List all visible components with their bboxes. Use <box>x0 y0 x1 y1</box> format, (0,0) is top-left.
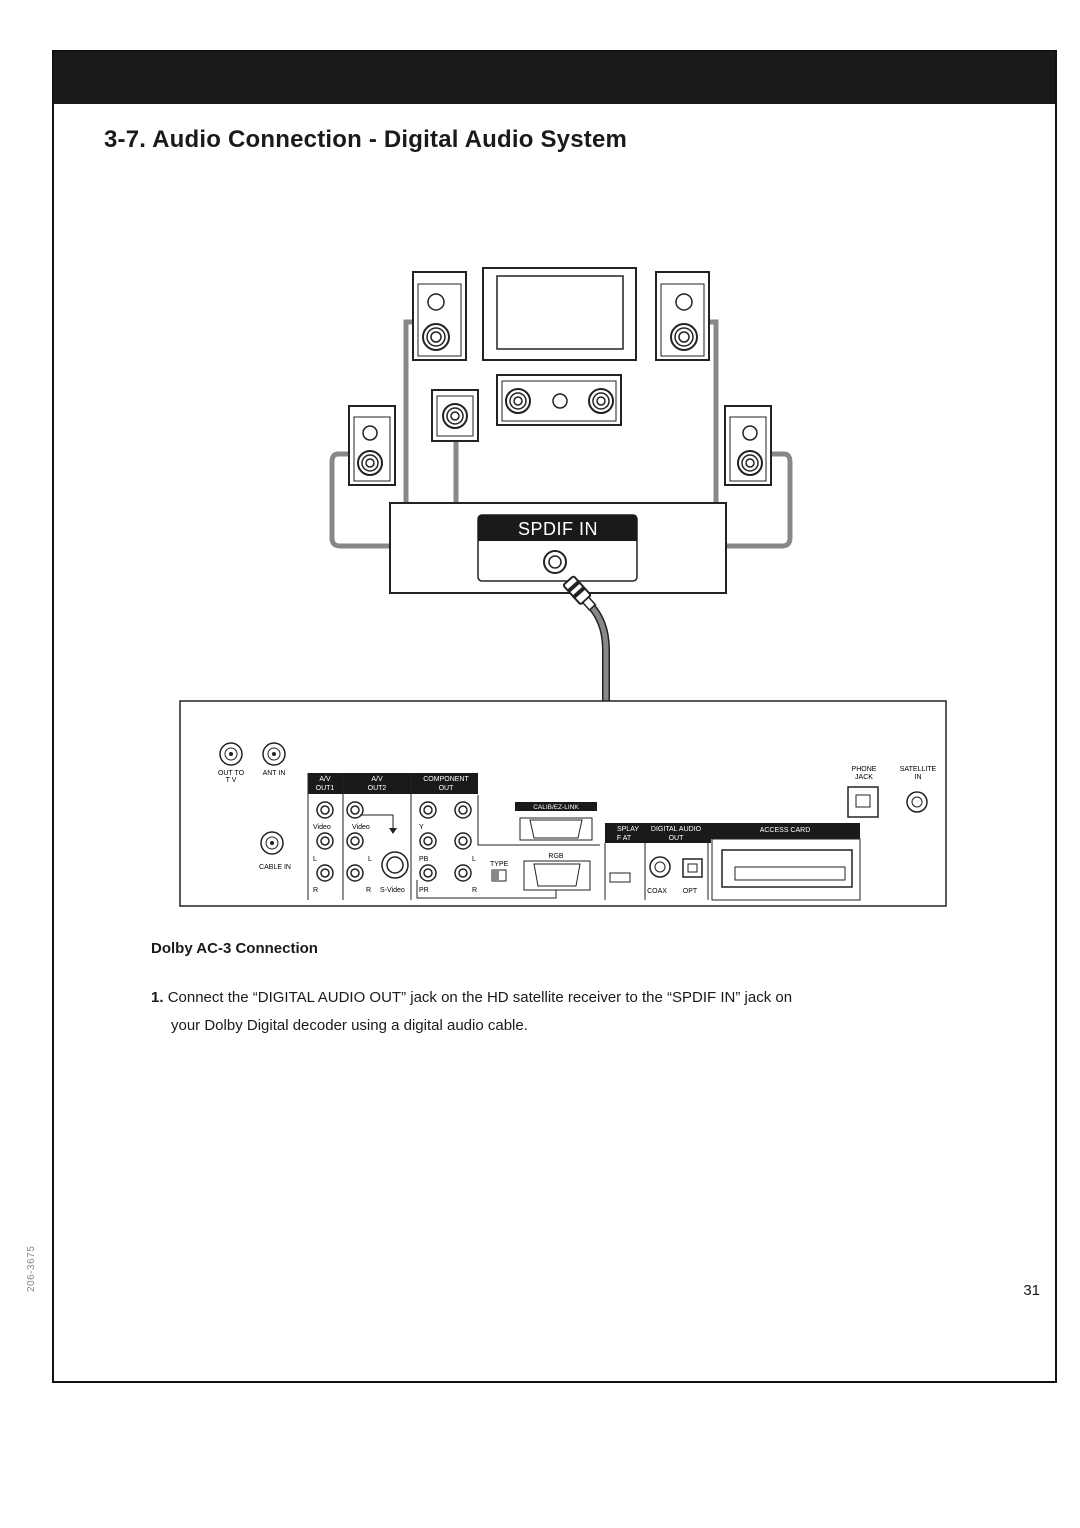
wire-rear-right <box>726 451 793 549</box>
step-1: 1. Connect the “DIGITAL AUDIO OUT” jack … <box>151 984 911 1040</box>
svg-text:L: L <box>472 856 476 863</box>
page-number: 31 <box>1023 1282 1040 1299</box>
page-frame <box>52 50 1057 1383</box>
svg-text:A/V: A/V <box>319 776 331 783</box>
svg-text:SATELLITE: SATELLITE <box>900 766 937 773</box>
speaker-small-center <box>431 389 479 442</box>
wire-front-left <box>403 319 413 503</box>
svg-text:CALIB/EZ-LINK: CALIB/EZ-LINK <box>533 804 579 811</box>
svg-text:OUT TO: OUT TO <box>218 770 245 777</box>
svg-text:OUT2: OUT2 <box>368 785 387 792</box>
svg-text:Video: Video <box>352 824 370 831</box>
svg-text:PB: PB <box>419 856 429 863</box>
spdif-in-label: SPDIF IN <box>518 519 598 539</box>
svg-text:L: L <box>368 856 372 863</box>
svg-text:OUT: OUT <box>669 835 685 842</box>
svg-text:CABLE IN: CABLE IN <box>259 864 291 871</box>
svg-text:RGB: RGB <box>548 853 564 860</box>
svg-text:DIGITAL AUDIO: DIGITAL AUDIO <box>651 826 702 833</box>
speaker-rear-right <box>724 405 772 486</box>
svg-text:F AT: F AT <box>617 835 632 842</box>
svg-text:OUT1: OUT1 <box>316 785 335 792</box>
speaker-front-right <box>655 271 710 361</box>
svg-text:PR: PR <box>419 887 429 894</box>
svg-text:A/V: A/V <box>371 776 383 783</box>
svg-text:COAX: COAX <box>647 888 667 895</box>
tv-monitor <box>482 267 637 361</box>
svg-text:SPLAY: SPLAY <box>617 826 639 833</box>
speaker-front-left <box>412 271 467 361</box>
svg-text:R: R <box>313 887 318 894</box>
svg-text:OPT: OPT <box>683 888 698 895</box>
svg-text:JACK: JACK <box>855 774 873 781</box>
svg-text:R: R <box>472 887 477 894</box>
svg-text:OUT: OUT <box>439 785 455 792</box>
wire-front-right <box>709 319 719 503</box>
svg-text:R: R <box>366 887 371 894</box>
step-text-line2: your Dolby Digital decoder using a digit… <box>171 1017 528 1034</box>
header-bar <box>54 52 1055 104</box>
page-title: 3-7. Audio Connection - Digital Audio Sy… <box>104 126 628 153</box>
wire-rear-left <box>329 451 390 549</box>
svg-text:Video: Video <box>313 824 331 831</box>
phone-jack <box>847 786 879 818</box>
svg-text:S-Video: S-Video <box>380 887 405 894</box>
svg-text:TYPE: TYPE <box>490 861 509 868</box>
speaker-center <box>496 374 622 426</box>
speaker-wires <box>329 319 793 549</box>
step-number: 1. <box>151 989 164 1006</box>
receiver-back-panel: OUT TO T V ANT IN CABLE IN A/V OUT1 A/V … <box>179 700 947 907</box>
dolby-decoder: SPDIF IN <box>389 502 727 594</box>
svg-text:L: L <box>313 856 317 863</box>
section-heading: Dolby AC-3 Connection <box>151 940 318 957</box>
svg-text:COMPONENT: COMPONENT <box>423 776 469 783</box>
step-text-line1: Connect the “DIGITAL AUDIO OUT” jack on … <box>167 989 793 1006</box>
svg-text:ANT IN: ANT IN <box>263 770 286 777</box>
svg-text:Y: Y <box>419 824 424 831</box>
svg-text:IN: IN <box>915 774 922 781</box>
speaker-rear-left <box>348 405 396 486</box>
svg-text:PHONE: PHONE <box>852 766 877 773</box>
svg-text:T V: T V <box>226 777 237 784</box>
document-id: 206-3675 <box>26 1245 37 1292</box>
svg-text:ACCESS CARD: ACCESS CARD <box>760 827 811 834</box>
